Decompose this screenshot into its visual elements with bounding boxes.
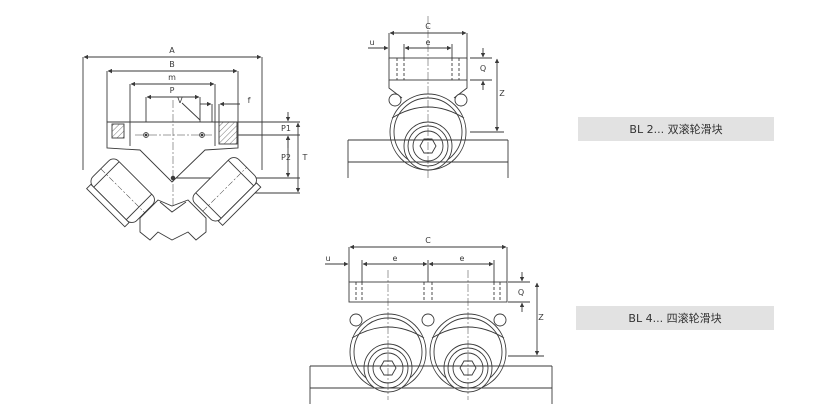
dim-label-m: m (168, 73, 176, 82)
dim-label-P2: P2 (281, 153, 291, 162)
dim-label-Z-bl2: Z (499, 89, 505, 98)
front-view-bl2 (347, 16, 509, 178)
dim-label-P: P (170, 86, 175, 95)
front-view-bl4 (309, 244, 553, 404)
dim-label-e2-bl4: e (460, 254, 465, 263)
dim-label-f: f (248, 96, 251, 105)
dim-label-C-bl4: C (425, 236, 431, 245)
dim-label-C-bl2: C (425, 22, 431, 31)
dim-label-Q-bl2: Q (480, 64, 486, 73)
dim-label-T: T (302, 153, 308, 162)
caption-bl4: BL 4... 四滚轮滑块 (576, 306, 774, 330)
caption-bl4-text: BL 4... 四滚轮滑块 (628, 312, 722, 325)
dim-label-u-bl2: u (369, 38, 374, 47)
dim-label-P1: P1 (281, 124, 291, 133)
dim-label-u-bl4: u (325, 254, 330, 263)
dim-label-Q-bl4: Q (518, 288, 524, 297)
dim-label-e1-bl4: e (393, 254, 398, 263)
dim-label-A: A (169, 46, 175, 55)
side-view (82, 54, 301, 241)
dim-label-V: V (177, 96, 183, 105)
caption-bl2: BL 2... 双滚轮滑块 (578, 117, 774, 141)
dim-label-Z-bl4: Z (538, 313, 544, 322)
caption-bl2-text: BL 2... 双滚轮滑块 (629, 123, 723, 136)
dim-label-B: B (169, 60, 175, 69)
dim-label-e-bl2: e (426, 38, 431, 47)
